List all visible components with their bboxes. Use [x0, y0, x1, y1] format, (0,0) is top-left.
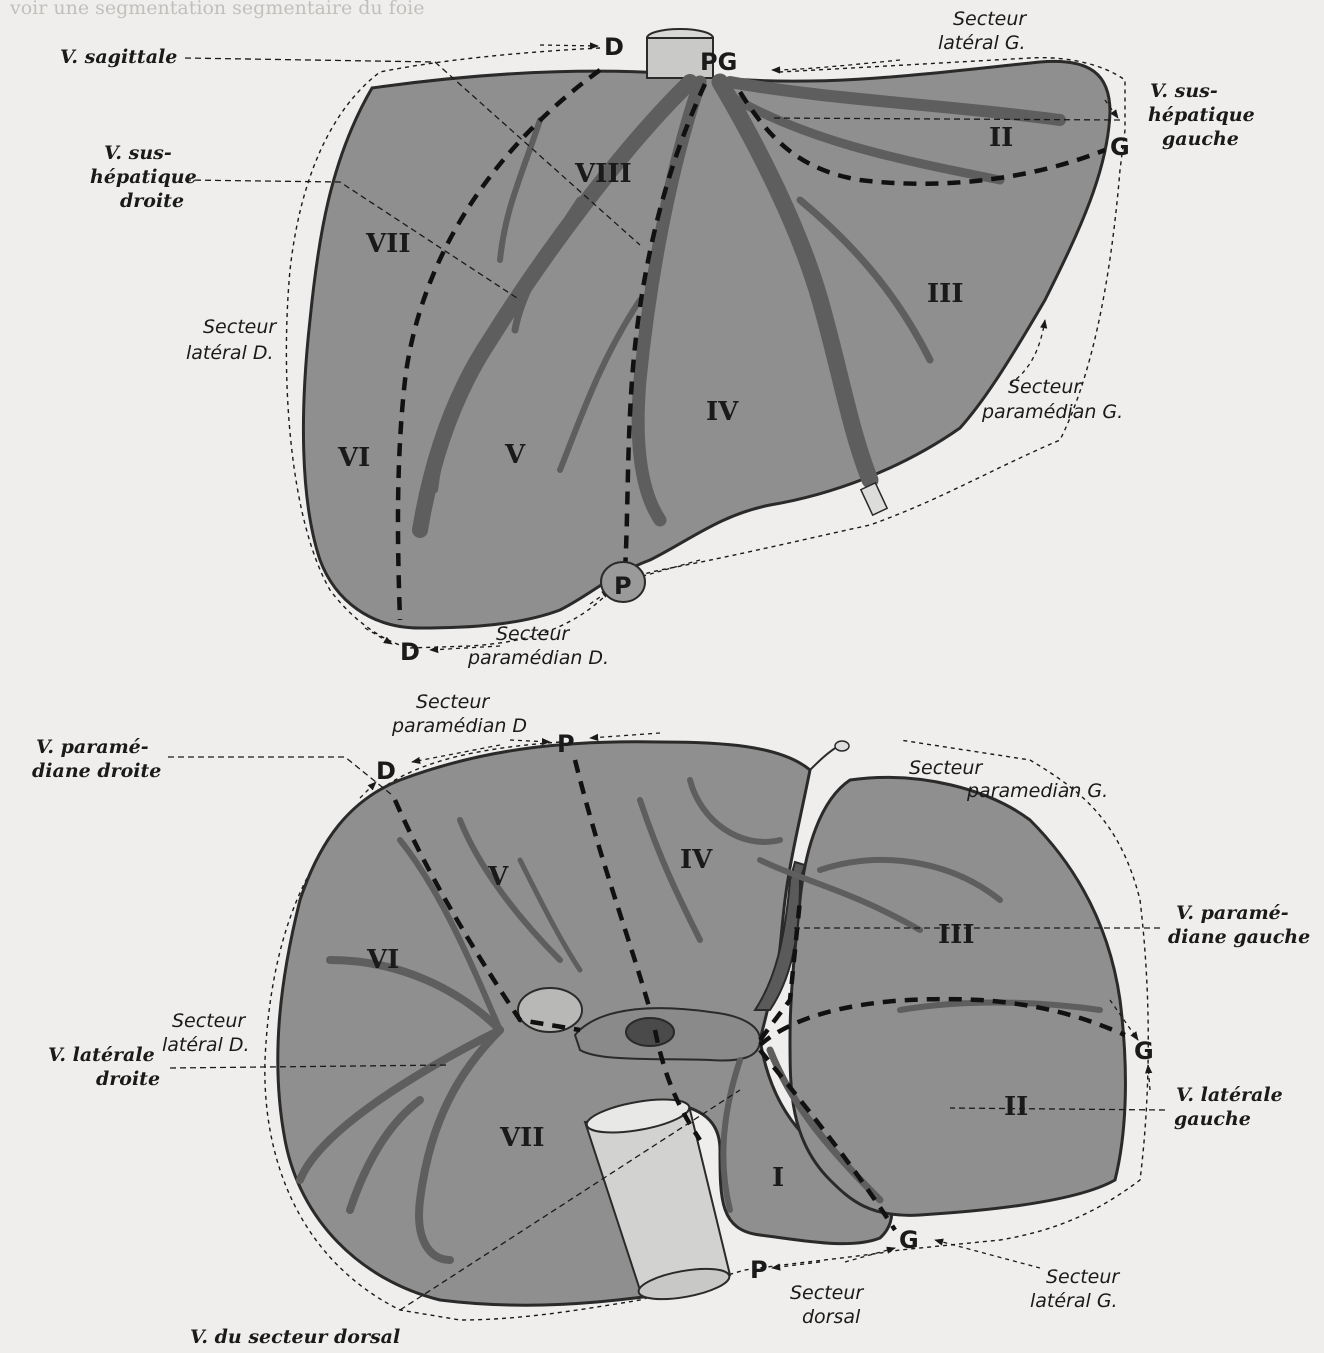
label-b-secteur-lateral-d-1: Secteur	[172, 1010, 246, 1032]
label-b-secteur-paramedian-d-2: paramédian D	[391, 715, 527, 737]
label-v-sus-hep-droite-1: V. sus-	[104, 142, 172, 164]
top-letter-d-bottom: D	[400, 638, 420, 666]
bottom-segment-v: V	[487, 862, 509, 892]
label-secteur-paramedian-g-2: paramédian G.	[981, 401, 1123, 423]
top-segment-viii: VIII	[574, 159, 632, 189]
label-b-secteur-lateral-g-2: latéral G.	[1030, 1290, 1118, 1312]
bottom-letter-p-top: P	[557, 730, 575, 758]
label-secteur-lateral-g-2: latéral G.	[938, 32, 1026, 54]
label-v-laterale-gauche-1: V. latérale	[1176, 1084, 1283, 1106]
bottom-letter-g-bottom: G	[899, 1226, 919, 1254]
label-v-sus-hep-gauche-2: hépatique	[1148, 104, 1255, 126]
top-segment-vi: VI	[337, 443, 370, 473]
label-secteur-dorsal-1: Secteur	[790, 1282, 864, 1304]
label-secteur-lateral-d-2: latéral D.	[186, 342, 274, 364]
top-segment-iii: III	[927, 279, 964, 309]
bottom-letter-p-bottom: P	[750, 1256, 768, 1284]
bottom-letter-d: D	[376, 757, 396, 785]
bottom-liver-diagram: V IV VI III VII II I D P G G P Secteur p…	[32, 691, 1310, 1348]
label-v-paramediane-droite-2: diane droite	[32, 760, 161, 782]
label-v-sus-hep-droite-2: hépatique	[90, 166, 197, 188]
label-v-sus-hep-gauche-3: gauche	[1162, 128, 1239, 150]
label-v-laterale-gauche-2: gauche	[1174, 1108, 1251, 1130]
label-v-laterale-droite-2: droite	[96, 1068, 160, 1090]
bottom-left-lobe	[790, 777, 1125, 1215]
label-v-sagittale: V. sagittale	[60, 46, 177, 68]
label-b-secteur-paramedian-g-1: Secteur	[909, 757, 983, 779]
label-v-paramediane-gauche-1: V. paramé-	[1176, 902, 1289, 924]
leader-v-paramediane-droite	[168, 757, 392, 795]
label-secteur-lateral-g-1: Secteur	[953, 8, 1027, 30]
top-letter-p: P	[614, 572, 632, 600]
label-b-secteur-paramedian-g-2: paramedian G.	[966, 780, 1108, 802]
bottom-segment-i: I	[772, 1163, 784, 1193]
top-letter-g: G	[1110, 133, 1130, 161]
label-v-sus-hep-droite-3: droite	[120, 190, 184, 212]
top-segment-iv: IV	[706, 397, 739, 427]
bottom-segment-vii: VII	[499, 1123, 545, 1153]
bottom-segment-ii: II	[1004, 1092, 1028, 1122]
label-v-paramediane-droite-1: V. paramé-	[36, 736, 149, 758]
label-secteur-paramedian-d-1: Secteur	[496, 623, 570, 645]
label-secteur-lateral-d-1: Secteur	[203, 316, 277, 338]
top-segment-vii: VII	[365, 229, 411, 259]
top-segment-ii: II	[989, 123, 1013, 153]
label-v-laterale-droite-1: V. latérale	[48, 1044, 155, 1066]
partial-header-text: voir une segmentation segmentaire du foi…	[9, 0, 424, 19]
label-b-secteur-lateral-d-2: latéral D.	[162, 1034, 250, 1056]
label-b-secteur-lateral-g-1: Secteur	[1046, 1266, 1120, 1288]
bottom-segment-iv: IV	[680, 845, 713, 875]
top-letter-pg: PG	[700, 48, 737, 76]
label-v-sus-hep-gauche-1: V. sus-	[1150, 80, 1218, 102]
top-liver-diagram: VIII VII VI V IV III II D PG G P D V. sa…	[60, 8, 1255, 669]
top-segment-v: V	[504, 440, 526, 470]
label-secteur-dorsal-2: dorsal	[802, 1306, 861, 1328]
label-v-paramediane-gauche-2: diane gauche	[1168, 926, 1310, 948]
label-secteur-paramedian-d-2: paramédian D.	[467, 647, 609, 669]
bottom-segment-iii: III	[938, 920, 975, 950]
bottom-letter-g-right: G	[1134, 1037, 1154, 1065]
label-b-secteur-paramedian-d-1: Secteur	[416, 691, 490, 713]
bottom-segment-vi: VI	[366, 945, 399, 975]
top-letter-d-top: D	[604, 33, 624, 61]
label-v-secteur-dorsal: V. du secteur dorsal	[190, 1326, 400, 1348]
label-secteur-paramedian-g-1: Secteur	[1008, 376, 1082, 398]
